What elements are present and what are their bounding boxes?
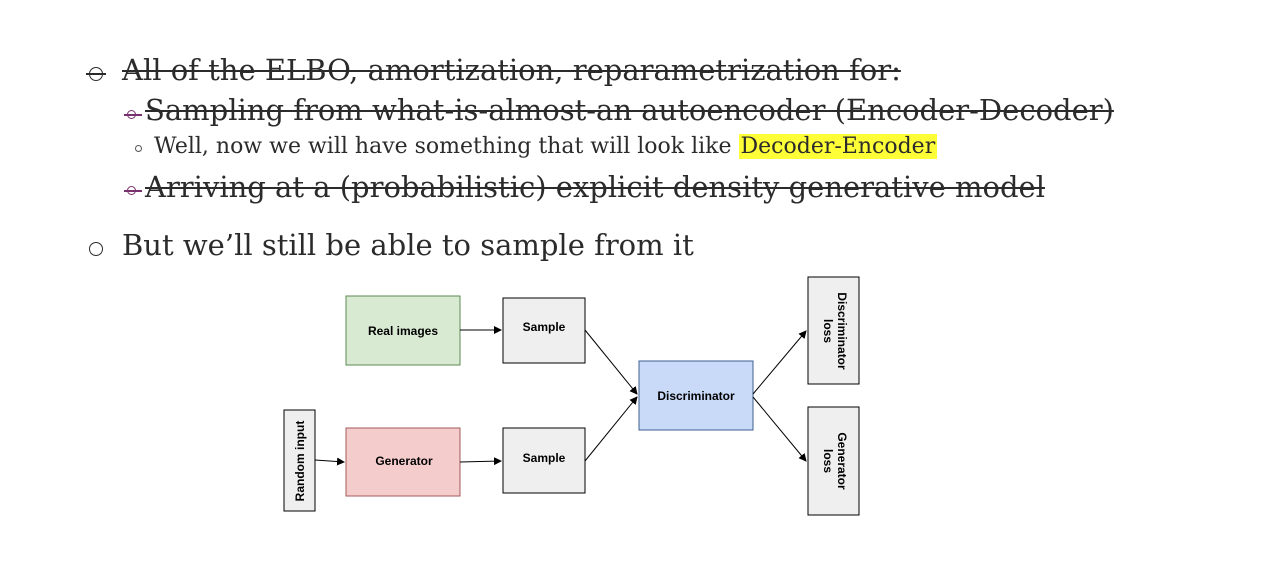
discriminator-node: [638, 360, 754, 431]
bullet-elbo-text: All of the ELBO, amortization, reparamet…: [122, 53, 901, 87]
sample-top-label: Sample: [523, 320, 566, 334]
real-images-label: Real images: [368, 324, 438, 338]
bullet-sampling: Sampling from what-is-almost-an autoenco…: [145, 93, 1114, 127]
bullet-arriving-text: Arriving at a (probabilistic) explicit d…: [145, 170, 1045, 204]
highlighted-term: Decoder-Encoder: [738, 134, 938, 159]
discriminator-loss-label-line2: loss: [821, 319, 835, 343]
generator-label: Generator: [375, 454, 433, 468]
bullet-arriving: Arriving at a (probabilistic) explicit d…: [145, 170, 1045, 204]
real-images-node: [345, 295, 461, 366]
bullet-marker-1-strike: [86, 73, 106, 75]
bullet-sample-from-it-text: But we’ll still be able to sample from i…: [122, 228, 694, 262]
discriminator-loss-label-line1: Discriminator: [835, 292, 849, 370]
generator-loss-node: [807, 406, 860, 516]
bullet-marker-1b-strike: [124, 190, 142, 192]
bullet-marker-1a-i: [135, 145, 142, 152]
edge-discriminator-to-gen-loss: [752, 396, 807, 462]
discriminator-loss-node: [807, 276, 860, 385]
bullet-marker-2: [89, 242, 103, 256]
bullet-sampling-text: Sampling from what-is-almost-an autoenco…: [145, 93, 1114, 127]
bullet-decoder-encoder: Well, now we will have something that wi…: [154, 134, 938, 159]
edge-sample-top-to-discriminator: [584, 329, 638, 395]
discriminator-label: Discriminator: [657, 389, 735, 403]
generator-loss-label-line1: Generator: [835, 432, 849, 490]
bullet-elbo: All of the ELBO, amortization, reparamet…: [122, 53, 901, 87]
edge-sample-bottom-to-discriminator: [584, 396, 638, 462]
bullet-sample-from-it: But we’ll still be able to sample from i…: [122, 228, 694, 262]
random-input-label: Random input: [293, 421, 307, 502]
bullet-marker-1a-strike: [124, 114, 142, 116]
edge-random-to-generator: [314, 457, 345, 466]
generator-node: [345, 427, 461, 497]
bullet-decoder-encoder-prefix: Well, now we will have something that wi…: [154, 134, 739, 159]
edge-discriminator-to-disc-loss: [752, 330, 807, 395]
sample-bottom-label: Sample: [523, 451, 566, 465]
edge-generator-to-sample: [459, 457, 502, 466]
generator-loss-label-line2: loss: [821, 449, 835, 473]
